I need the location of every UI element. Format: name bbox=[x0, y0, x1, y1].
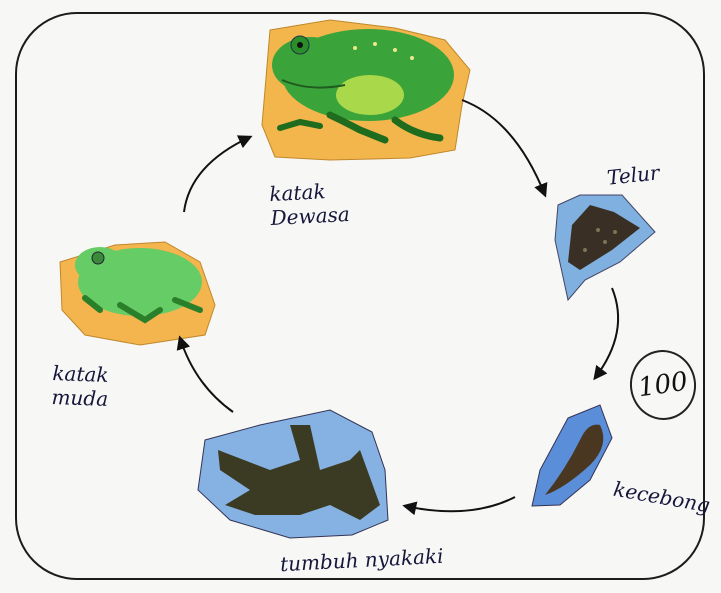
froglet-with-legs-picture bbox=[198, 410, 388, 538]
label-adult-frog: katak Dewasa bbox=[269, 178, 351, 230]
arrow-egg-to-tadpole bbox=[595, 288, 618, 378]
young-frog-picture bbox=[60, 242, 215, 345]
arrow-young-to-adult bbox=[184, 137, 250, 212]
arrow-adult-to-egg bbox=[462, 100, 545, 195]
frog-eggs-picture bbox=[555, 195, 655, 300]
arrow-tadpole-to-legs bbox=[405, 497, 515, 511]
arrow-legs-to-young bbox=[180, 338, 233, 412]
label-young-frog: katak muda bbox=[51, 361, 109, 411]
adult-frog-picture bbox=[262, 20, 470, 160]
tadpole-picture bbox=[532, 405, 612, 506]
